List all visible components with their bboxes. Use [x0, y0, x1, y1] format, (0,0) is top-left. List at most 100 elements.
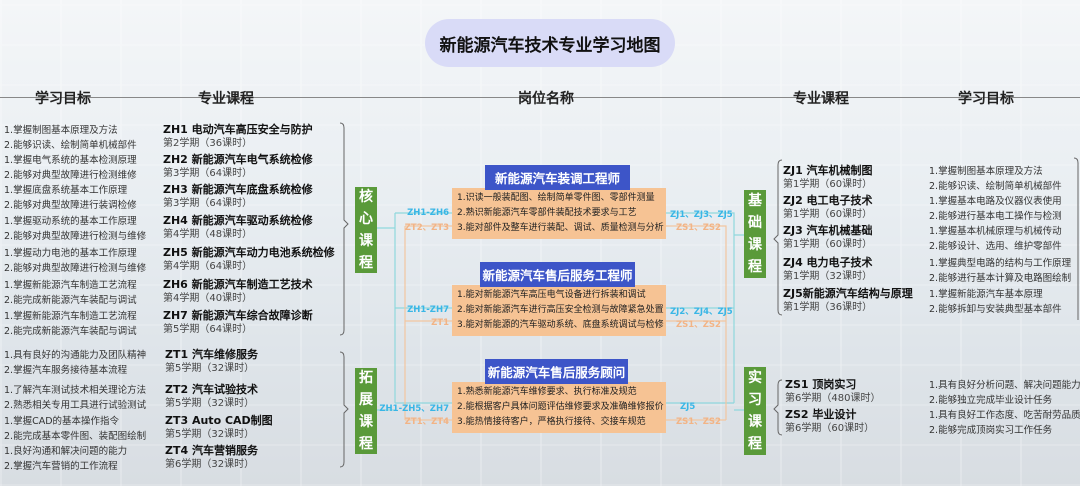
- basic-course[interactable]: ZJ5新能源汽车结构与原理第1学期（36课时）: [783, 286, 913, 314]
- core-course[interactable]: ZH5 新能源汽车动力电池系统检修第4学期（64课时）: [163, 245, 335, 273]
- job-right-intern-tag: ZS1、ZS2: [676, 320, 721, 330]
- job-right-basic-tag: ZJ1、ZJ3、ZJ5: [670, 210, 733, 220]
- job-left-ext-tag: ZT2、ZT3: [404, 223, 449, 233]
- course-title: ZH7 新能源汽车综合故障诊断: [163, 309, 313, 322]
- core-course[interactable]: ZH4 新能源汽车驱动系统检修第4学期（48课时）: [163, 213, 313, 241]
- course-semester: 第4学期（48课时）: [163, 229, 253, 240]
- duty-item: 2.能根据客户具体问题评估维修要求及准确维修报价: [457, 402, 664, 412]
- job-right-intern-tag: ZS1、ZS2: [676, 223, 721, 233]
- job-duties: 1.识读一般装配图、绘制简单零件图、零部件测量 2.熟识新能源汽车零部件装配技术要…: [452, 188, 666, 239]
- right-badge-links: [734, 234, 744, 411]
- course-semester: 第1学期（60课时）: [783, 239, 873, 250]
- right-cyan-links: [666, 212, 735, 404]
- goal-text: 1.掌握驱动系统的基本工作原理: [4, 216, 137, 227]
- left-badge-links: [375, 227, 395, 411]
- ext-course[interactable]: ZT3 Auto CAD制图第5学期（32课时）: [165, 413, 273, 441]
- course-semester: 第3学期（64课时）: [163, 198, 253, 209]
- goal-text: 2.能完成新能源汽车装配与调试: [4, 326, 137, 337]
- basic-course[interactable]: ZJ1 汽车机械制图第1学期（60课时）: [783, 163, 873, 191]
- goal-text: 1.掌握典型电路的结构与工作原理: [929, 258, 1072, 269]
- course-title: ZH5 新能源汽车动力电池系统检修: [163, 246, 335, 259]
- job-title[interactable]: 新能源汽车装调工程师: [485, 165, 630, 190]
- goal-text: 2.能完成基本零件图、装配图绘制: [4, 431, 147, 442]
- basic-course[interactable]: ZJ4 电力电子技术第1学期（32课时）: [783, 255, 873, 283]
- goal-text: 2.能够拆卸与安装典型基本部件: [929, 304, 1062, 315]
- core-course[interactable]: ZH7 新能源汽车综合故障诊断第5学期（64课时）: [163, 308, 313, 336]
- goal-text: 2.掌握汽车服务接待基本流程: [4, 365, 128, 376]
- goal-text: 1.具有良好工作态度、吃苦耐劳品质: [929, 410, 1080, 421]
- header-left-goals: 学习目标: [35, 91, 91, 107]
- course-title: ZH4 新能源汽车驱动系统检修: [163, 214, 313, 227]
- job-right-basic-tag: ZJ5: [680, 402, 696, 412]
- course-title: ZT1 汽车维修服务: [165, 348, 258, 361]
- course-title: ZJ2 电工电子技术: [783, 194, 873, 207]
- goal-text: 2.掌握汽车营销的工作流程: [4, 461, 118, 472]
- core-course[interactable]: ZH2 新能源汽车电气系统检修第3学期（64课时）: [163, 152, 313, 180]
- basic-course[interactable]: ZJ2 电工电子技术第1学期（60课时）: [783, 193, 873, 221]
- goal-text: 1.具有良好的沟通能力及团队精神: [4, 350, 147, 361]
- goal-text: 2.能够识读、绘制简单机械部件: [929, 181, 1062, 192]
- ext-course[interactable]: ZT2 汽车试验技术第5学期（32课时）: [165, 382, 258, 410]
- badge-extension-courses: 拓展课程: [355, 368, 377, 454]
- goal-text: 1.掌握基本电路及仪器仪表使用: [929, 196, 1062, 207]
- badge-label: 实习课程: [748, 370, 762, 452]
- course-title: ZH2 新能源汽车电气系统检修: [163, 153, 313, 166]
- course-title: ZJ3 汽车机械基础: [783, 224, 873, 237]
- ext-goals: 1.具有良好的沟通能力及团队精神 2.掌握汽车服务接待基本流程: [4, 348, 146, 378]
- goal-text: 2.能完成新能源汽车装配与调试: [4, 295, 137, 306]
- course-semester: 第1学期（60课时）: [783, 179, 873, 190]
- core-course[interactable]: ZH3 新能源汽车底盘系统检修第3学期（64课时）: [163, 182, 313, 210]
- goal-text: 1.掌握制图基本原理及方法: [4, 125, 118, 136]
- goal-text: 1.掌握新能源汽车制造工艺流程: [4, 280, 137, 291]
- duty-item: 3.能热情接待客户，严格执行接待、交接车规范: [457, 417, 646, 427]
- goal-text: 1.掌握制图基本原理及方法: [929, 166, 1043, 177]
- course-title: ZH3 新能源汽车底盘系统检修: [163, 183, 313, 196]
- course-title: ZJ5新能源汽车结构与原理: [783, 287, 913, 300]
- job-left-core-tag: ZH1-ZH6: [407, 208, 449, 218]
- goal-text: 2.能够对典型故障进行装调检修: [4, 200, 137, 211]
- course-title: ZT2 汽车试验技术: [165, 383, 258, 396]
- intern-course[interactable]: ZS2 毕业设计第6学期（60课时）: [785, 407, 874, 435]
- duty-item: 3.能对部件及整车进行装配、调试、质量检测与分析: [457, 223, 664, 233]
- course-semester: 第4学期（40课时）: [163, 293, 253, 304]
- course-semester: 第5学期（32课时）: [165, 363, 255, 374]
- job-title[interactable]: 新能源汽车售后服务顾问: [485, 359, 628, 384]
- job-left-ext-tag: ZT1、ZT4: [404, 417, 449, 427]
- brackets: [339, 122, 1079, 468]
- goal-text: 1.掌握动力电池的基本工作原理: [4, 248, 137, 259]
- course-semester: 第1学期（32课时）: [783, 271, 873, 282]
- intern-course[interactable]: ZS1 顶岗实习第6学期（480课时）: [785, 377, 880, 405]
- left-cyan-links: [394, 212, 452, 404]
- course-semester: 第5学期（64课时）: [163, 324, 253, 335]
- job-right-basic-tag: ZJ2、ZJ4、ZJ5: [670, 307, 733, 317]
- ext-course[interactable]: ZT1 汽车维修服务第5学期（32课时）: [165, 347, 258, 375]
- core-goals: 1.掌握动力电池的基本工作原理 2.能够对典型故障进行检测与维修: [4, 246, 146, 276]
- badge-internship-courses: 实习课程: [744, 367, 766, 455]
- duty-item: 1.能对新能源汽车高压电气设备进行拆装和调试: [457, 290, 646, 300]
- job-left-core-tag: ZH1-ZH5、ZH7: [379, 404, 449, 414]
- basic-course[interactable]: ZJ3 汽车机械基础第1学期（60课时）: [783, 223, 873, 251]
- goal-text: 2.能够对典型故障进行检测与维修: [4, 263, 147, 274]
- ext-course[interactable]: ZT4 汽车营销服务第6学期（32课时）: [165, 443, 258, 471]
- course-semester: 第5学期（32课时）: [165, 429, 255, 440]
- core-course[interactable]: ZH6 新能源汽车制造工艺技术第4学期（40课时）: [163, 277, 313, 305]
- course-semester: 第6学期（32课时）: [165, 459, 255, 470]
- duty-item: 2.熟识新能源汽车零部件装配技术要求与工艺: [457, 208, 637, 218]
- core-course[interactable]: ZH1 电动汽车高压安全与防护第2学期（36课时）: [163, 122, 313, 150]
- course-title: ZS2 毕业设计: [785, 408, 857, 421]
- header-left-courses: 专业课程: [198, 91, 254, 107]
- duty-item: 1.识读一般装配图、绘制简单零件图、零部件测量: [457, 193, 655, 203]
- header-jobs: 岗位名称: [518, 91, 574, 107]
- course-semester: 第1学期（36课时）: [783, 302, 873, 313]
- goal-text: 2.能够对典型故障进行检测与维修: [4, 231, 147, 242]
- job-title[interactable]: 新能源汽车售后服务工程师: [480, 262, 635, 287]
- goal-text: 1.掌握基本机械原理与机械传动: [929, 226, 1062, 237]
